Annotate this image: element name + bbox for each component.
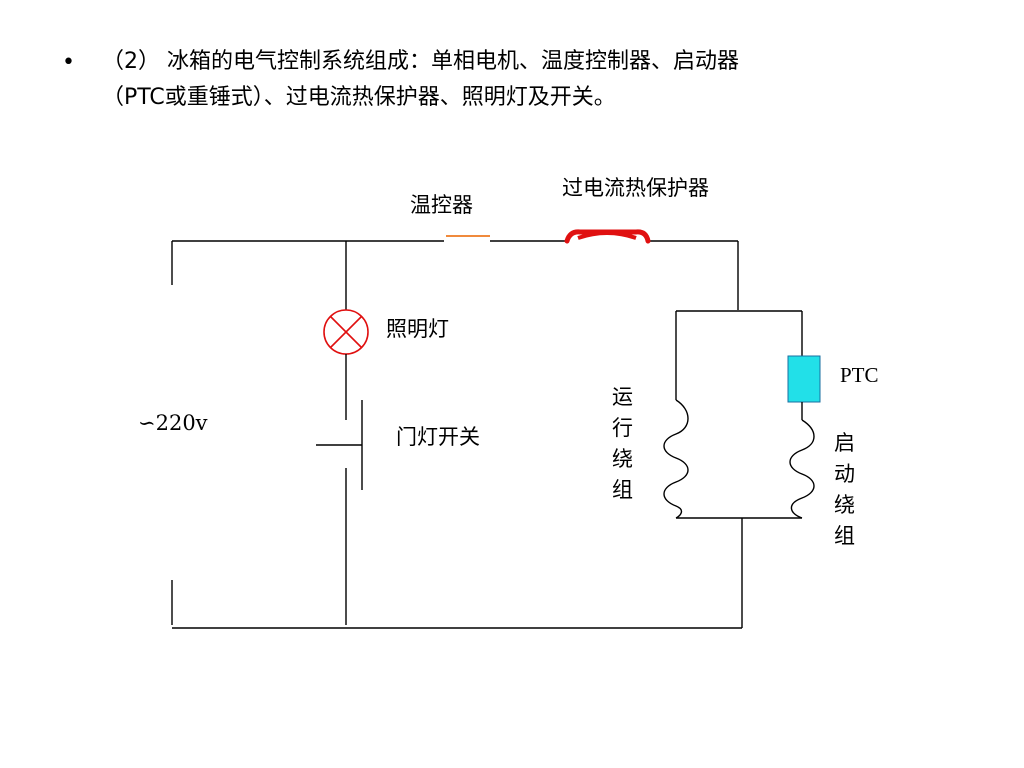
- ptc-symbol: [787, 355, 821, 403]
- start-winding-coil: [789, 419, 815, 519]
- thermostat-label: 温控器: [410, 193, 473, 217]
- start-winding-label: 启 动 绕 组: [834, 431, 855, 548]
- bullet-line-1: （2） 冰箱的电气控制系统组成：单相电机、温度控制器、启动器: [102, 49, 739, 74]
- ptc-label: PTC: [840, 363, 879, 387]
- lamp-label: 照明灯: [386, 317, 449, 341]
- start-winding-char-3: 绕: [834, 493, 855, 517]
- run-winding-coil: [663, 399, 689, 519]
- bullet-text: （2） 冰箱的电气控制系统组成：单相电机、温度控制器、启动器 （PTC或重锤式）…: [102, 44, 982, 116]
- start-winding-char-1: 启: [834, 431, 855, 455]
- overload-label: 过电流热保护器: [562, 176, 709, 200]
- run-winding-char-2: 行: [612, 416, 633, 440]
- source-label: ∽220v: [138, 411, 208, 435]
- run-winding-label: 运 行 绕 组: [612, 385, 633, 502]
- start-winding-char-4: 组: [834, 524, 855, 548]
- overload-protector-inner: [577, 231, 637, 240]
- bullet-line-2: （PTC或重锤式）、过电流热保护器、照明灯及开关。: [102, 85, 616, 110]
- run-winding-char-4: 组: [612, 478, 633, 502]
- run-winding-char-1: 运: [612, 385, 633, 409]
- start-winding-char-2: 动: [834, 462, 855, 486]
- run-winding-char-3: 绕: [612, 447, 633, 471]
- door-switch-label: 门灯开关: [396, 425, 480, 449]
- bullet-symbol: •: [62, 50, 75, 75]
- lamp-cross-b: [329, 315, 363, 349]
